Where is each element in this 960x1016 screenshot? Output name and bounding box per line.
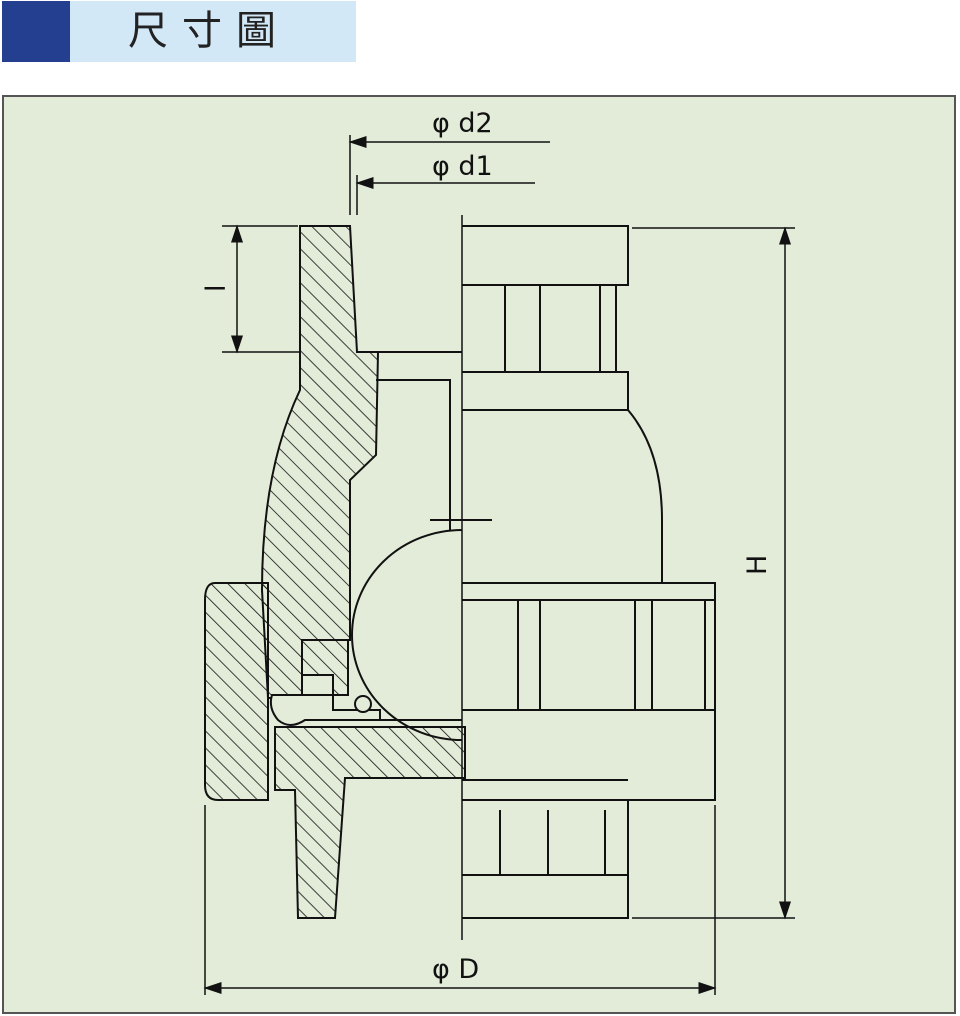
label-H: H [742, 555, 773, 575]
valve-right-half [462, 225, 716, 919]
header-band [70, 1, 356, 62]
label-l: l [201, 284, 232, 292]
label-D: φ D [432, 954, 479, 985]
header-accent-block [2, 1, 70, 62]
seal-retainer-section [301, 639, 349, 696]
dimension-d2 [348, 135, 550, 215]
ball [351, 529, 463, 741]
dimension-D [203, 805, 717, 995]
label-d1: φ d1 [432, 151, 493, 182]
body-wall-section [260, 225, 380, 699]
dimension-d1 [355, 175, 535, 215]
label-d2: φ d2 [432, 108, 493, 139]
o-ring [354, 695, 372, 713]
dimension-l [222, 224, 300, 354]
page-title: 尺寸圖 [128, 8, 290, 54]
dimension-H [632, 226, 795, 920]
drawing-panel [2, 95, 956, 1014]
union-nut-section [204, 582, 269, 801]
end-connector-section [274, 726, 466, 919]
